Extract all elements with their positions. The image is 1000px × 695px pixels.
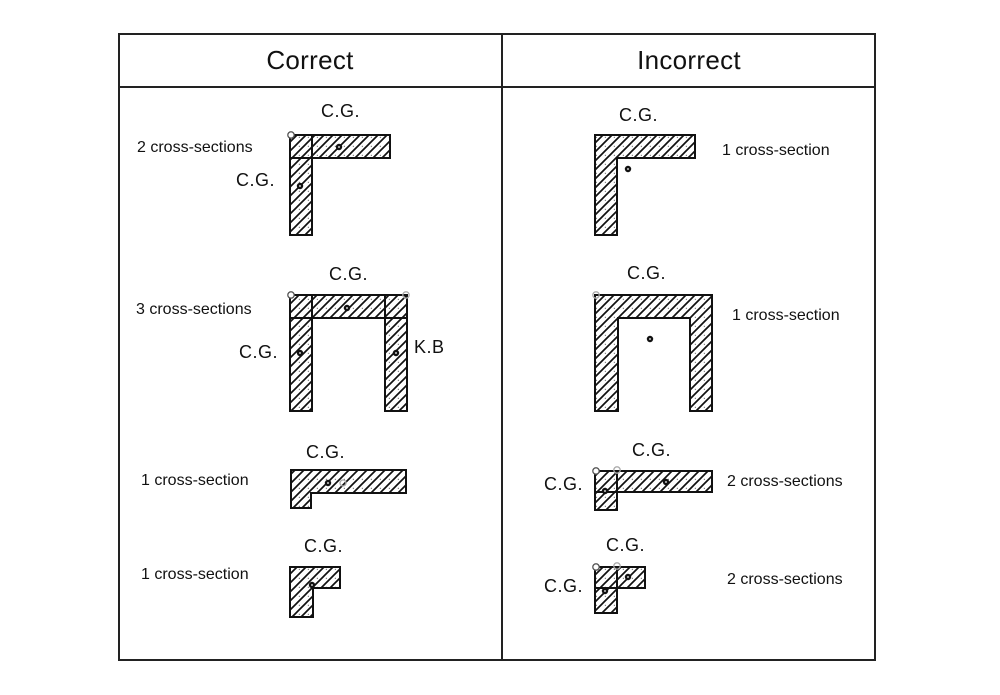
corner-node-icon (592, 563, 600, 571)
shear-center-node-icon (339, 479, 347, 487)
corner-node-icon (287, 131, 295, 139)
figure-incorrect-row2-u-shape-1-section (592, 291, 713, 412)
figure-incorrect-row3-bar-2-sections (592, 466, 713, 511)
label-correct-row1-count: 2 cross-sections (137, 139, 253, 156)
cg-marker-icon (646, 335, 654, 343)
cg-marker-icon (624, 165, 632, 173)
label-incorrect-row4-cg-side: C.G. (544, 576, 584, 596)
figure-incorrect-row1-l-shape-1-section (594, 134, 696, 236)
corner-node-icon (592, 467, 600, 475)
label-incorrect-row4-cg-top: C.G. (606, 535, 646, 555)
header-separator (118, 86, 876, 88)
cg-marker-icon (601, 487, 609, 495)
label-incorrect-row1-cg-top: C.G. (619, 105, 659, 125)
corner-node-icon (613, 562, 621, 570)
label-correct-row4-count: 1 cross-section (141, 566, 249, 583)
label-correct-row2-count: 3 cross-sections (136, 301, 252, 318)
figure-correct-row3-bar-1-section (290, 469, 407, 509)
label-correct-row2-cg-top: C.G. (329, 264, 369, 284)
comparison-table-frame (118, 33, 876, 661)
cg-marker-icon (343, 304, 351, 312)
figure-incorrect-row4-small-l-2-sections (592, 562, 646, 614)
kb-marker-icon (392, 349, 400, 357)
cg-marker-icon (601, 587, 609, 595)
label-incorrect-row4-count: 2 cross-sections (727, 571, 843, 588)
header-correct: Correct (266, 44, 354, 75)
cg-marker-icon (296, 182, 304, 190)
figure-correct-row2-u-shape-3-sections (287, 291, 410, 412)
cg-marker-icon (308, 581, 316, 589)
label-correct-row3-count: 1 cross-section (141, 472, 249, 489)
cg-marker-icon (624, 573, 632, 581)
label-correct-row3-cg-top: C.G. (306, 442, 346, 462)
header-incorrect: Incorrect (637, 44, 741, 75)
label-incorrect-row2-count: 1 cross-section (732, 307, 840, 324)
figure-correct-row4-small-l-1-section (289, 566, 341, 618)
label-incorrect-row2-cg-top: C.G. (627, 263, 667, 283)
corner-node-icon (287, 291, 295, 299)
corner-node-icon (402, 291, 410, 299)
label-correct-row4-cg-top: C.G. (304, 536, 344, 556)
label-correct-row2-cg-side: C.G. (239, 342, 279, 362)
label-correct-row2-kb: K.B (414, 337, 445, 357)
label-correct-row1-cg-top: C.G. (321, 101, 361, 121)
cg-marker-icon (335, 143, 343, 151)
corner-node-icon (592, 291, 600, 299)
label-incorrect-row3-count: 2 cross-sections (727, 473, 843, 490)
label-correct-row1-cg-side: C.G. (236, 170, 276, 190)
column-divider (501, 33, 503, 661)
corner-node-icon (613, 466, 621, 474)
label-incorrect-row1-count: 1 cross-section (722, 142, 830, 159)
label-incorrect-row3-cg-top: C.G. (632, 440, 672, 460)
cg-marker-icon (662, 478, 670, 486)
figure-correct-row1-l-shape-2-sections (287, 131, 391, 236)
cg-marker-icon (324, 479, 332, 487)
cg-marker-icon (296, 349, 304, 357)
label-incorrect-row3-cg-side: C.G. (544, 474, 584, 494)
